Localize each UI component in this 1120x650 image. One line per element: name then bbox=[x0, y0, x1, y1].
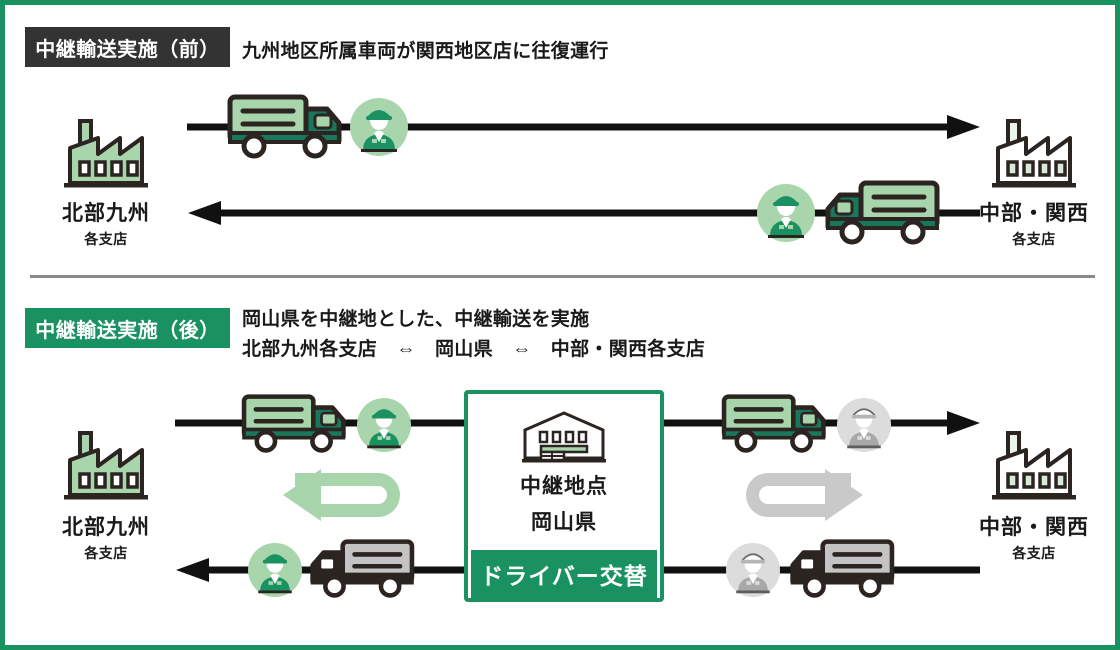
driver-right-outbound bbox=[837, 398, 891, 452]
truck-left-inbound bbox=[305, 538, 415, 600]
section-tag-before-label: 中継輸送実施（前） bbox=[35, 38, 220, 61]
section-tag-after-label: 中継輸送実施（後） bbox=[35, 319, 220, 342]
node-right-before-sub: 各支店 bbox=[1012, 231, 1056, 247]
driver-gray-icon bbox=[726, 543, 780, 597]
truck-left-outbound bbox=[241, 393, 351, 455]
driver-left-inbound bbox=[248, 543, 302, 597]
driver-gray-icon bbox=[837, 398, 891, 452]
driver-right-inbound bbox=[726, 543, 780, 597]
relay-subtitle: 岡山県 bbox=[531, 511, 597, 534]
factory-icon bbox=[64, 119, 148, 188]
section-tag-before: 中継輸送実施（前） bbox=[25, 27, 230, 67]
driver-outbound-before bbox=[350, 98, 408, 156]
truck-gray-icon bbox=[790, 539, 895, 598]
relay-banner: ドライバー交替 bbox=[471, 550, 657, 598]
section-headline-after-line1: 岡山県を中継地とした、中継輸送を実施 bbox=[242, 309, 590, 330]
node-left-after bbox=[60, 430, 152, 502]
factory-icon bbox=[992, 119, 1076, 188]
truck-green-icon bbox=[721, 394, 826, 453]
node-left-after-sub: 各支店 bbox=[84, 545, 128, 561]
factory-icon bbox=[992, 431, 1076, 500]
node-right-after bbox=[988, 430, 1080, 502]
truck-gray-icon bbox=[310, 539, 415, 598]
truck-outbound-before bbox=[227, 93, 347, 161]
node-right-before bbox=[988, 118, 1080, 190]
node-left-before-sub: 各支店 bbox=[84, 231, 128, 247]
driver-inbound-before bbox=[757, 184, 815, 242]
node-left-before bbox=[60, 118, 152, 190]
node-right-after-sub: 各支店 bbox=[1012, 545, 1056, 561]
section-divider bbox=[30, 275, 1095, 278]
driver-green-icon bbox=[248, 543, 302, 597]
uturn-arrow-right bbox=[746, 469, 863, 521]
truck-right-inbound bbox=[785, 538, 895, 600]
node-right-after-name: 中部・関西 bbox=[979, 516, 1089, 539]
truck-right-outbound bbox=[721, 393, 831, 455]
node-left-after-name: 北部九州 bbox=[62, 516, 150, 539]
driver-green-icon bbox=[757, 184, 815, 242]
driver-green-icon bbox=[350, 98, 408, 156]
factory-icon bbox=[64, 431, 148, 500]
truck-green-icon bbox=[825, 180, 940, 245]
driver-left-outbound bbox=[357, 398, 411, 452]
relay-point-box: 中継地点 岡山県 ドライバー交替 bbox=[464, 390, 664, 602]
truck-green-icon bbox=[227, 94, 342, 159]
driver-green-icon bbox=[357, 398, 411, 452]
section-headline-before: 九州地区所属車両が関西地区店に往復運行 bbox=[242, 41, 609, 62]
warehouse-icon-wrap bbox=[519, 408, 609, 466]
warehouse-icon bbox=[522, 411, 606, 463]
section-headline-after-line2: 北部九州各支店 ⇔ 岡山県 ⇔ 中部・関西各支店 bbox=[242, 339, 706, 360]
truck-green-icon bbox=[241, 394, 346, 453]
node-left-before-name: 北部九州 bbox=[62, 202, 150, 225]
section-tag-after: 中継輸送実施（後） bbox=[25, 308, 230, 348]
truck-inbound-before bbox=[820, 179, 940, 247]
relay-title: 中継地点 bbox=[520, 475, 608, 498]
uturn-arrow-left bbox=[283, 469, 400, 521]
node-right-before-name: 中部・関西 bbox=[979, 202, 1089, 225]
